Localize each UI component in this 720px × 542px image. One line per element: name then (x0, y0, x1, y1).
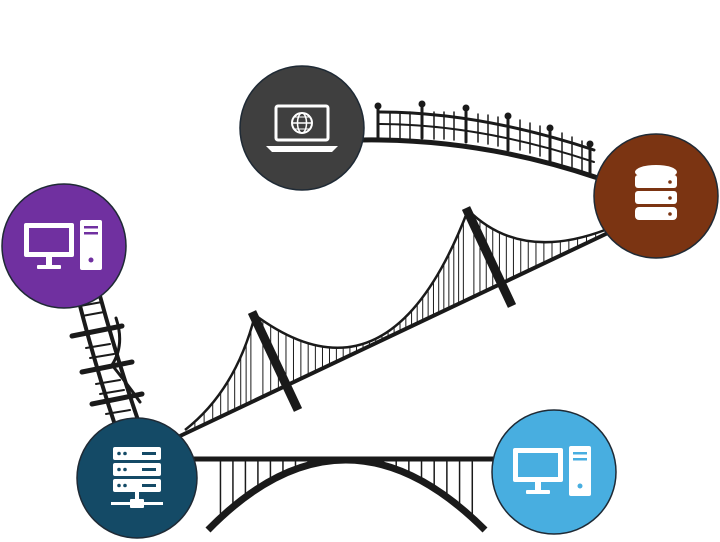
laptop-node[interactable] (239, 65, 365, 191)
bridge-server-to-desktop-blue (190, 456, 500, 533)
desktop-computer-icon (513, 446, 591, 496)
bridge-desktop-purple-to-server (69, 294, 145, 430)
laptop-globe-icon (266, 104, 338, 152)
desktop-computer-icon (24, 220, 102, 270)
bridge-server-to-database (179, 206, 611, 438)
server-node[interactable] (76, 417, 198, 539)
desktop-purple-node[interactable] (1, 183, 127, 309)
bridge-laptop-to-database (357, 100, 601, 181)
database-node[interactable] (593, 133, 719, 259)
desktop-blue-node[interactable] (491, 409, 617, 535)
database-icon (635, 165, 677, 220)
server-rack-icon (111, 447, 163, 508)
